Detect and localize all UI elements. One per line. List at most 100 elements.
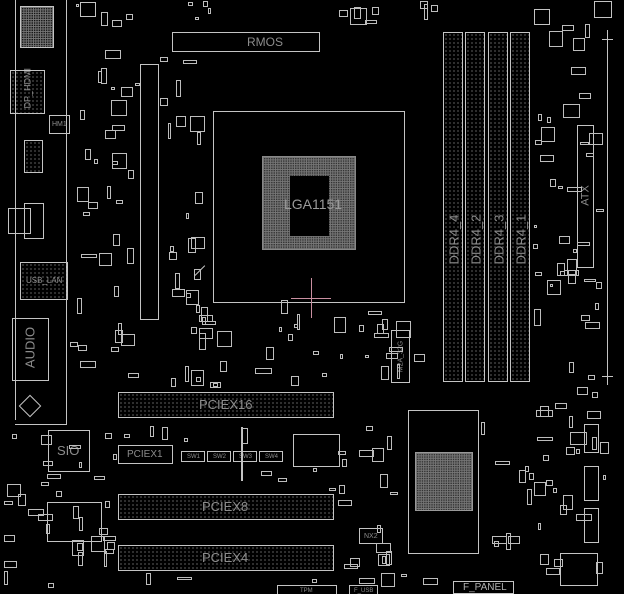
smd-component-pad[interactable] [190,370,205,387]
smd-component-pad[interactable] [536,436,553,442]
dip-switch[interactable]: SW2 [207,451,231,462]
smd-component-pad[interactable] [127,373,140,378]
smd-component-pad[interactable] [591,436,597,451]
smd-component-pad[interactable] [27,508,45,517]
smd-component-pad[interactable] [79,110,85,121]
smd-component-pad[interactable] [536,409,553,417]
smd-component-pad[interactable] [198,314,213,322]
smd-component-pad[interactable] [111,161,119,166]
smd-component-pad[interactable] [104,500,111,508]
smd-component-pad[interactable] [185,292,191,299]
smd-component-pad[interactable] [172,288,186,297]
smd-component-pad[interactable] [220,360,227,372]
atx-power-connector[interactable]: ATX [577,125,594,268]
smd-component-pad[interactable] [548,30,563,48]
smd-component-pad[interactable] [77,187,89,203]
smd-component-pad[interactable] [390,492,398,496]
smd-component-pad[interactable] [160,57,168,62]
smd-component-pad[interactable] [183,438,188,443]
smd-component-pad[interactable] [381,573,395,587]
smd-component-pad[interactable] [321,373,327,377]
smd-component-pad[interactable] [382,556,386,565]
tpm-header[interactable]: TPM [277,585,337,594]
smd-component-pad[interactable] [73,506,79,519]
smd-component-pad[interactable] [191,237,206,249]
smd-component-pad[interactable] [424,3,429,20]
smd-component-pad[interactable] [559,504,567,515]
smd-component-pad[interactable] [113,454,117,460]
smd-component-pad[interactable] [586,153,595,158]
smd-component-pad[interactable] [3,560,18,569]
smd-component-pad[interactable] [4,501,14,506]
smd-component-pad[interactable] [104,129,116,140]
smd-component-pad[interactable] [76,543,83,551]
smd-component-pad[interactable] [397,363,401,380]
smd-component-pad[interactable] [400,574,408,578]
smd-component-pad[interactable] [506,532,511,550]
smd-component-pad[interactable] [11,433,18,440]
smd-component-pad[interactable] [546,567,560,575]
smd-component-pad[interactable] [105,433,112,440]
smd-component-pad[interactable] [554,402,568,409]
smd-component-pad[interactable] [194,16,199,21]
smd-component-pad[interactable] [529,472,535,480]
m2-slot[interactable]: M2A_32G [391,330,410,383]
smd-component-pad[interactable] [296,313,301,331]
smd-component-pad[interactable] [365,354,370,359]
pciex16-slot[interactable]: PCIEX16 [118,392,334,418]
f-usb-header[interactable]: F_USB [349,585,378,594]
smd-component-pad[interactable] [395,320,411,338]
fan-header[interactable] [584,424,599,453]
dimm-slot[interactable]: DDR4_2 [465,32,485,382]
smd-component-pad[interactable] [160,98,169,106]
smd-component-pad[interactable] [78,461,83,468]
smd-component-pad[interactable] [600,441,609,454]
dp-hdmi-connector[interactable]: DP_HDMI [10,68,45,114]
smd-component-pad[interactable] [542,454,549,462]
smd-component-pad[interactable] [45,524,50,534]
smd-component-pad[interactable] [291,376,299,386]
smd-component-pad[interactable] [313,468,317,473]
smd-component-pad[interactable] [540,553,549,566]
smd-component-pad[interactable] [111,100,128,117]
smd-component-pad[interactable] [554,559,564,567]
smd-component-pad[interactable] [595,282,602,290]
smd-component-pad[interactable] [121,333,136,347]
smd-component-pad[interactable] [196,305,200,313]
smd-component-pad[interactable] [586,410,601,420]
smd-component-pad[interactable] [98,253,112,266]
usb-connector[interactable] [24,203,44,239]
smd-component-pad[interactable] [507,536,521,545]
smd-component-pad[interactable] [378,553,391,567]
smd-component-pad[interactable] [381,319,389,331]
smd-component-pad[interactable] [569,432,587,445]
smd-component-pad[interactable] [184,366,189,382]
smd-component-pad[interactable] [175,80,182,97]
smd-component-pad[interactable] [577,241,591,247]
smd-component-pad[interactable] [339,353,343,359]
f-panel-header[interactable]: F_PANEL [453,581,514,594]
smd-component-pad[interactable] [128,169,134,180]
smd-component-pad[interactable] [209,381,222,388]
cpu-socket[interactable] [213,111,405,303]
smd-component-pad[interactable] [587,375,596,380]
smd-component-pad[interactable] [481,422,486,436]
smd-component-pad[interactable] [146,572,152,586]
smd-component-pad[interactable] [105,50,121,60]
smd-component-pad[interactable] [537,522,541,531]
smd-component-pad[interactable] [168,122,172,139]
smd-component-pad[interactable] [359,578,375,585]
smd-component-pad[interactable] [592,392,598,399]
smd-component-pad[interactable] [40,434,52,446]
smd-component-pad[interactable] [414,353,425,363]
smd-component-pad[interactable] [80,360,97,369]
smd-component-pad[interactable] [241,427,249,444]
smd-component-pad[interactable] [373,332,389,339]
smd-component-pad[interactable] [70,341,78,348]
smd-component-pad[interactable] [535,139,542,145]
smd-component-pad[interactable] [201,316,207,325]
pciex4-slot[interactable]: PCIEX4 [118,545,334,571]
nx2-chip[interactable]: NX2 [359,528,383,544]
smd-component-pad[interactable] [79,516,83,531]
smd-component-pad[interactable] [175,115,186,128]
